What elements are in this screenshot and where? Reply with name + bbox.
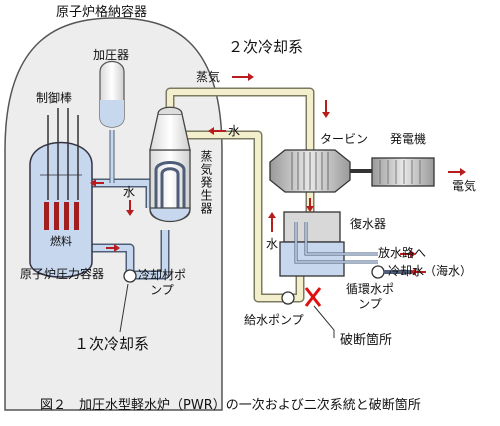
electricity-label: 電気 — [452, 179, 477, 193]
control-rod-label: 制御棒 — [36, 91, 73, 105]
primary-loop-leader — [119, 283, 129, 333]
steam-generator-label: 蒸気発生器 — [199, 150, 213, 215]
pressurizer-label: 加圧器 — [93, 48, 130, 62]
circulating-pump-label: 循環水ポンプ — [345, 282, 394, 311]
break-point-label: 破断箇所 — [340, 333, 393, 348]
cooling-water-label: 冷却水（海水） — [388, 264, 473, 278]
circulating-pump — [371, 265, 412, 279]
control-rods — [47, 108, 79, 200]
steam-label: 蒸気 — [196, 70, 221, 84]
steam-generator — [149, 106, 191, 222]
turbine-label: タービン — [320, 132, 369, 146]
water-label-secondary: 水 — [228, 124, 241, 138]
generator — [371, 157, 435, 187]
reactor-vessel-label: 原子炉圧力容器 — [20, 267, 105, 281]
feedwater-pump — [281, 291, 295, 305]
containment-label: 原子炉格納容器 — [56, 5, 148, 20]
pressurizer — [99, 60, 125, 183]
fuel-rods — [44, 202, 79, 230]
coolant-pump — [123, 269, 137, 283]
break-mark — [304, 287, 322, 307]
primary-loop-label: １次冷却系 — [74, 335, 150, 353]
condenser — [279, 211, 378, 277]
flow-arrows — [90, 73, 466, 276]
outfall-label: 放水路へ — [378, 246, 427, 260]
secondary-loop-label: ２次冷却系 — [228, 38, 304, 56]
turbine — [269, 149, 372, 193]
feedwater-pump-label: 給水ポンプ — [244, 313, 304, 327]
water-label-feed: 水 — [266, 237, 279, 251]
fuel-label: 燃料 — [50, 235, 72, 248]
figure-caption: 図２ 加圧水型軽水炉（PWR）の一次および二次系統と破断箇所 — [40, 398, 421, 413]
generator-label: 発電機 — [390, 132, 427, 146]
condenser-label: 復水器 — [350, 217, 387, 231]
reactor-vessel — [29, 108, 93, 278]
break-leader-line — [313, 305, 335, 338]
coolant-pump-label: 冷却材ポンプ — [138, 268, 187, 297]
water-label-primary: 水 — [123, 185, 136, 199]
